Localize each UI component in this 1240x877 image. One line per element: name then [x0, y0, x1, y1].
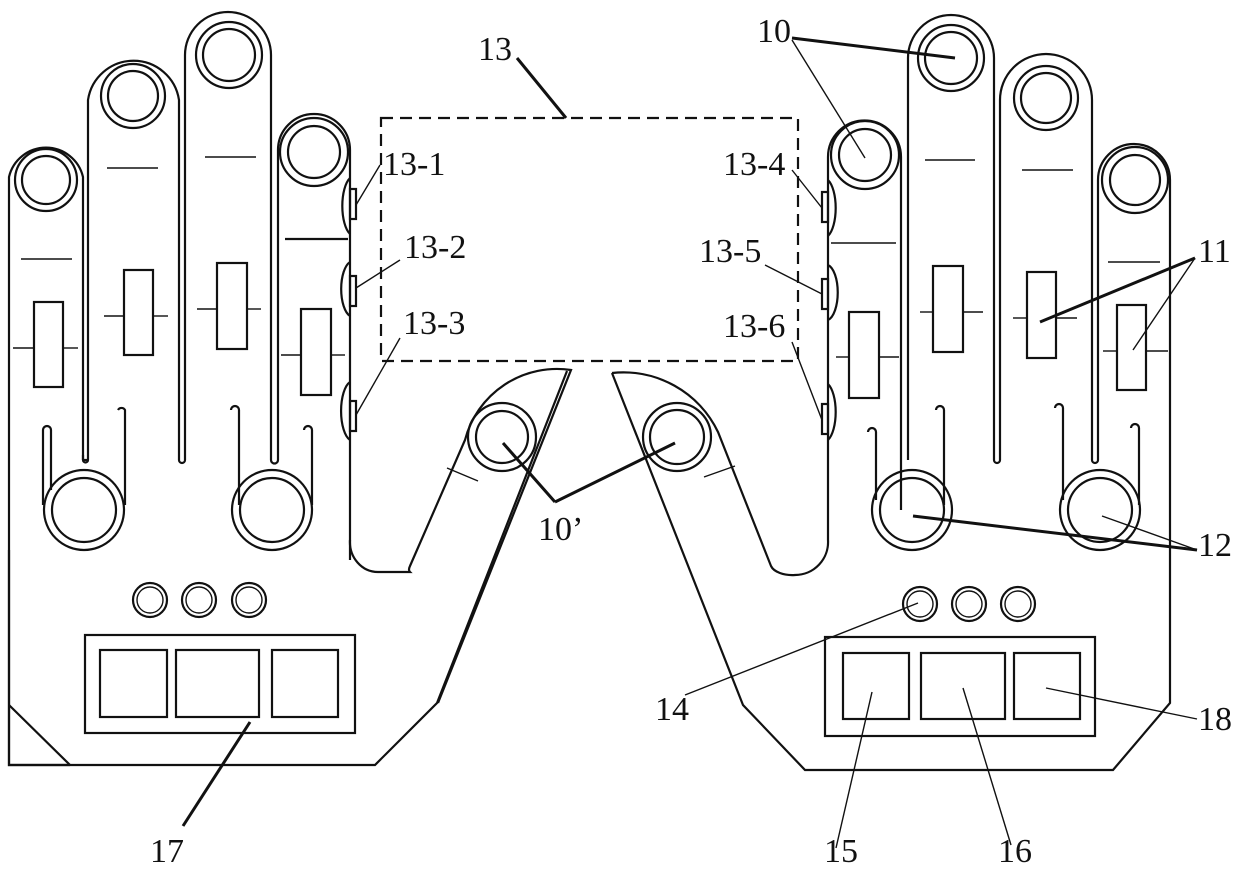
right-palm-outline [610, 180, 1172, 772]
label-11: 11 [1198, 233, 1231, 270]
label-16: 16 [998, 833, 1032, 870]
left-palm-bevel [8, 704, 71, 766]
sensor-13-4 [820, 190, 830, 224]
label-13-6: 13-6 [723, 308, 785, 345]
leader-lines [181, 36, 1198, 849]
left-finger-2 [81, 59, 181, 464]
right-finger-1 [826, 119, 903, 510]
left-sensor-4 [299, 307, 333, 397]
left-sensor-3 [215, 261, 249, 351]
label-17: 17 [150, 833, 184, 870]
left-sensor-2 [122, 268, 155, 357]
left-module-17 [83, 633, 357, 735]
component-18 [1012, 651, 1082, 721]
right-knuckle-joints [866, 402, 1142, 552]
sensor-13-3 [348, 399, 358, 433]
left-finger-4 [269, 112, 352, 560]
label-15: 15 [824, 833, 858, 870]
sensor-13-6 [820, 402, 830, 436]
left-knuckle-joints [41, 404, 314, 552]
right-sensor-2 [931, 264, 965, 354]
right-hand [610, 13, 1172, 772]
right-thumb [611, 157, 830, 577]
region-13-dashed-box [379, 116, 800, 363]
left-palm-base [7, 370, 569, 767]
left-hand [7, 10, 573, 767]
sensor-13-5 [820, 277, 830, 311]
right-finger-3 [992, 52, 1094, 465]
reference-labels: 13 10 13-1 13-2 13-3 13-4 13-5 13-6 10’ … [150, 13, 1232, 870]
right-module [823, 635, 1097, 738]
right-indicator-leds [901, 585, 1037, 623]
sensor-13-2 [348, 274, 358, 308]
right-sensor-3 [1025, 270, 1058, 360]
label-13: 13 [478, 31, 512, 68]
label-13-5: 13-5 [699, 233, 761, 270]
label-18: 18 [1198, 701, 1232, 738]
left-side-sensors [339, 177, 358, 441]
sensor-13-1 [348, 187, 358, 221]
label-12: 12 [1198, 527, 1232, 564]
left-sensor-1 [32, 300, 65, 389]
right-finger-4 [1090, 142, 1172, 465]
left-finger-3 [177, 10, 273, 465]
component-16 [919, 651, 1007, 721]
label-13-2: 13-2 [404, 229, 466, 266]
label-13-1: 13-1 [383, 146, 445, 183]
right-sensor-4 [1115, 303, 1148, 392]
label-13-3: 13-3 [403, 305, 465, 342]
label-10: 10 [757, 13, 791, 50]
right-sensor-1 [847, 310, 881, 400]
label-14: 14 [655, 691, 689, 728]
right-side-sensors [820, 179, 839, 441]
label-13-4: 13-4 [723, 146, 785, 183]
label-10-prime: 10’ [538, 511, 583, 548]
left-indicator-leds [131, 581, 268, 619]
left-finger-1 [7, 146, 85, 555]
right-finger-2 [906, 13, 996, 460]
component-15 [841, 651, 911, 721]
left-thumb [348, 367, 573, 704]
